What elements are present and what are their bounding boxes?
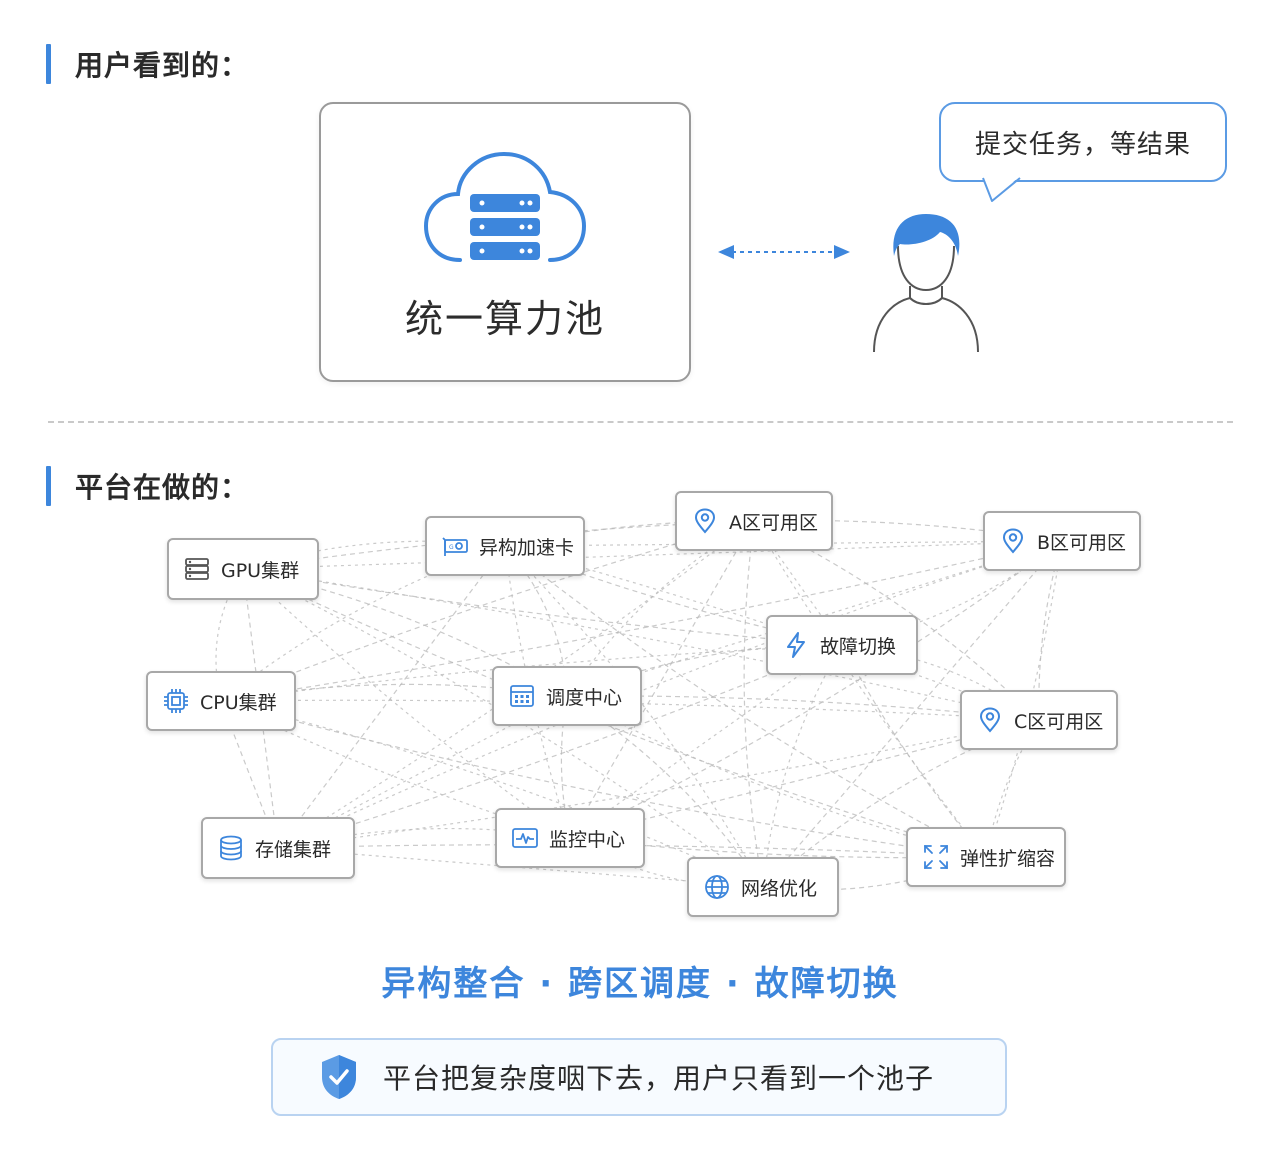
user-view-heading-text: 用户看到的：: [75, 49, 250, 82]
database-icon: [217, 834, 245, 862]
platform-view-heading-text: 平台在做的：: [75, 471, 250, 504]
node-cpu: CPU集群: [146, 671, 296, 731]
network-edge: [242, 540, 1063, 570]
cloud-server-icon: [424, 152, 586, 262]
node-label: 弹性扩缩容: [960, 847, 1056, 870]
lightning-icon: [782, 631, 810, 659]
platform-view-heading: 平台在做的：: [46, 466, 249, 506]
node-label: B区可用区: [1037, 531, 1127, 554]
expand-arrows-icon: [922, 843, 950, 871]
speech-bubble: 提交任务，等结果: [939, 102, 1227, 182]
node-label: 网络优化: [741, 877, 818, 900]
svg-text:G: G: [449, 544, 454, 551]
node-label: 异构加速卡: [479, 536, 575, 559]
location-pin-icon: [691, 507, 719, 535]
node-gpu: GPU集群: [167, 538, 319, 600]
node-scale: 弹性扩缩容: [906, 827, 1066, 887]
node-monitor: 监控中心: [495, 808, 645, 868]
node-zone-a: A区可用区: [675, 491, 833, 551]
node-label: GPU集群: [221, 559, 300, 582]
network-edge: [841, 644, 987, 858]
compute-pool-box: 统一算力池: [319, 102, 691, 382]
summary-text: 平台把复杂度咽下去，用户只看到一个池子: [383, 1062, 935, 1095]
speech-bubble-text: 提交任务，等结果: [974, 129, 1191, 160]
node-accel: G 异构加速卡: [425, 516, 585, 576]
node-label: C区可用区: [1014, 710, 1104, 733]
node-failover: 故障切换: [766, 615, 918, 675]
node-label: CPU集群: [200, 691, 277, 714]
user-view-heading: 用户看到的：: [46, 44, 249, 84]
pulse-monitor-icon: [511, 824, 539, 852]
node-label: 调度中心: [546, 686, 623, 709]
node-label: 存储集群: [255, 838, 332, 861]
speech-bubble-tail: [982, 176, 1021, 202]
calendar-grid-icon: [508, 682, 536, 710]
gpu-card-icon: G: [441, 532, 469, 560]
node-storage: 存储集群: [201, 817, 355, 879]
user-avatar-icon: [873, 214, 979, 353]
node-zone-b: B区可用区: [983, 511, 1141, 571]
globe-icon: [703, 873, 731, 901]
network-edge: [762, 644, 843, 888]
network-edge: [242, 568, 843, 646]
node-label: 监控中心: [549, 828, 626, 851]
network-edge: [743, 520, 764, 888]
node-network: 网络优化: [687, 857, 839, 917]
cpu-chip-icon: [162, 687, 190, 715]
node-zone-c: C区可用区: [960, 690, 1118, 750]
feature-tagline: 异构整合 · 跨区调度 · 故障切换: [381, 964, 899, 1004]
section-divider: [48, 421, 1233, 423]
shield-check-icon: [322, 1055, 356, 1099]
server-rack-icon: [183, 555, 211, 583]
node-label: 故障切换: [820, 635, 897, 658]
heading-accent-bar: [46, 466, 51, 506]
network-edge: [753, 520, 987, 858]
summary-banner: 平台把复杂度咽下去，用户只看到一个池子: [271, 1038, 1007, 1116]
location-pin-icon: [976, 706, 1004, 734]
location-pin-icon: [999, 527, 1027, 555]
heading-accent-bar: [46, 44, 51, 84]
compute-pool-label: 统一算力池: [404, 297, 605, 341]
network-edge: [277, 540, 1063, 849]
node-sched: 调度中心: [492, 666, 642, 726]
bidirectional-arrow-icon: [718, 245, 850, 259]
node-label: A区可用区: [729, 511, 818, 534]
